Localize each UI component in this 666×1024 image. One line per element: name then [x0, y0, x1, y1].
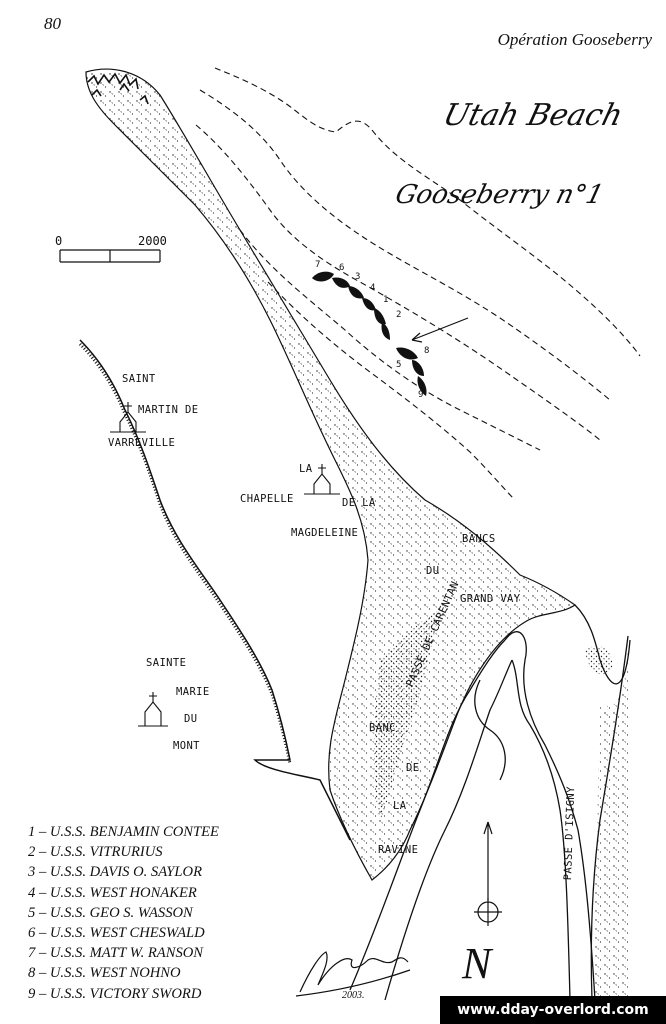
- north-label: N: [462, 939, 492, 988]
- legend-item: 1 – U.S.S. BENJAMIN CONTEE: [28, 824, 219, 840]
- ship-number: 8: [424, 346, 430, 356]
- watermark: www.dday-overlord.com: [440, 996, 666, 1024]
- church-saint-martin: [110, 402, 146, 433]
- page-number: 80: [44, 14, 61, 33]
- ship-2: [381, 322, 390, 340]
- ship-4: [362, 298, 376, 311]
- running-title: Opération Gooseberry: [497, 30, 652, 49]
- church-la-chapelle: [304, 464, 340, 495]
- ship-5: [412, 360, 424, 376]
- ship-number: 7: [315, 260, 321, 270]
- ship-number: 1: [383, 295, 389, 305]
- rocky-point: [87, 72, 149, 105]
- place-label: MARTIN DE: [138, 404, 199, 416]
- blockships: [312, 271, 427, 396]
- compass-icon: [474, 821, 502, 926]
- legend-item: 8 – U.S.S. WEST NOHNO: [28, 965, 181, 982]
- legend-item: 5 – U.S.S. GEO S. WASSON: [28, 904, 193, 921]
- map-title-line1: Utah Beach: [439, 98, 627, 133]
- place-label: BANCS: [462, 533, 496, 545]
- ship-legend: 1 – U.S.S. BENJAMIN CONTEE 2 – U.S.S. VI…: [28, 822, 219, 1004]
- place-label: LA: [299, 463, 313, 475]
- place-label: DU: [184, 713, 198, 725]
- place-label: GRAND VAY: [460, 593, 521, 605]
- place-label: MARIE: [176, 686, 210, 698]
- scale-bar: [59, 249, 161, 263]
- ship-number: 4: [370, 283, 376, 293]
- place-label: DE LA: [342, 497, 376, 509]
- signature-icon: [295, 951, 411, 997]
- place-label: SAINTE: [146, 657, 187, 669]
- signature-year: 2003.: [342, 990, 365, 1001]
- place-label: VARREVILLE: [108, 437, 176, 449]
- legend-item: 4 – U.S.S. WEST HONAKER: [28, 884, 197, 901]
- east-sand: [594, 640, 628, 1000]
- beach-sand: [85, 68, 577, 881]
- legend-item: 2 – U.S.S. VITRURIUS: [28, 844, 163, 861]
- legend-item: 7 – U.S.S. MATT W. RANSON: [28, 945, 204, 962]
- place-label: MAGDELEINE: [291, 527, 359, 539]
- sand-bank-dense: [374, 610, 440, 820]
- place-label: RAVINE: [378, 844, 419, 856]
- ship-8: [396, 347, 418, 360]
- pointer-arrow: [411, 317, 469, 343]
- ship-1: [374, 308, 386, 325]
- legend-item: 9 – U.S.S. VICTORY SWORD: [28, 985, 202, 1002]
- coastline: [79, 339, 351, 841]
- legend-item: 3 – U.S.S. DAVIS O. SAYLOR: [28, 864, 202, 881]
- ship-number: 6: [339, 263, 345, 273]
- scale-end-label: 2000: [138, 234, 167, 248]
- depth-contours: [195, 67, 641, 501]
- ship-3: [348, 286, 364, 299]
- ship-number: 2: [396, 310, 402, 320]
- ship-number: 3: [355, 272, 361, 282]
- church-sainte-marie: [138, 692, 168, 727]
- place-label: DU: [426, 565, 440, 577]
- ship-number: 9: [418, 390, 424, 400]
- scale-start-label: 0: [55, 234, 63, 248]
- legend-item: 6 – U.S.S. WEST CHESWALD: [28, 925, 205, 942]
- ship-9: [417, 376, 427, 396]
- place-label: BANC: [369, 722, 396, 734]
- place-label: LA: [393, 800, 407, 812]
- place-label: CHAPELLE: [240, 493, 294, 505]
- ship-7: [312, 271, 334, 282]
- map-title-line2: Gooseberry n°1: [392, 180, 607, 210]
- ship-number: 5: [396, 360, 402, 370]
- place-label: DE: [406, 762, 420, 774]
- sand-island: [585, 646, 613, 675]
- place-label: MONT: [173, 740, 200, 752]
- ship-6: [332, 277, 350, 288]
- place-label: SAINT: [122, 373, 156, 385]
